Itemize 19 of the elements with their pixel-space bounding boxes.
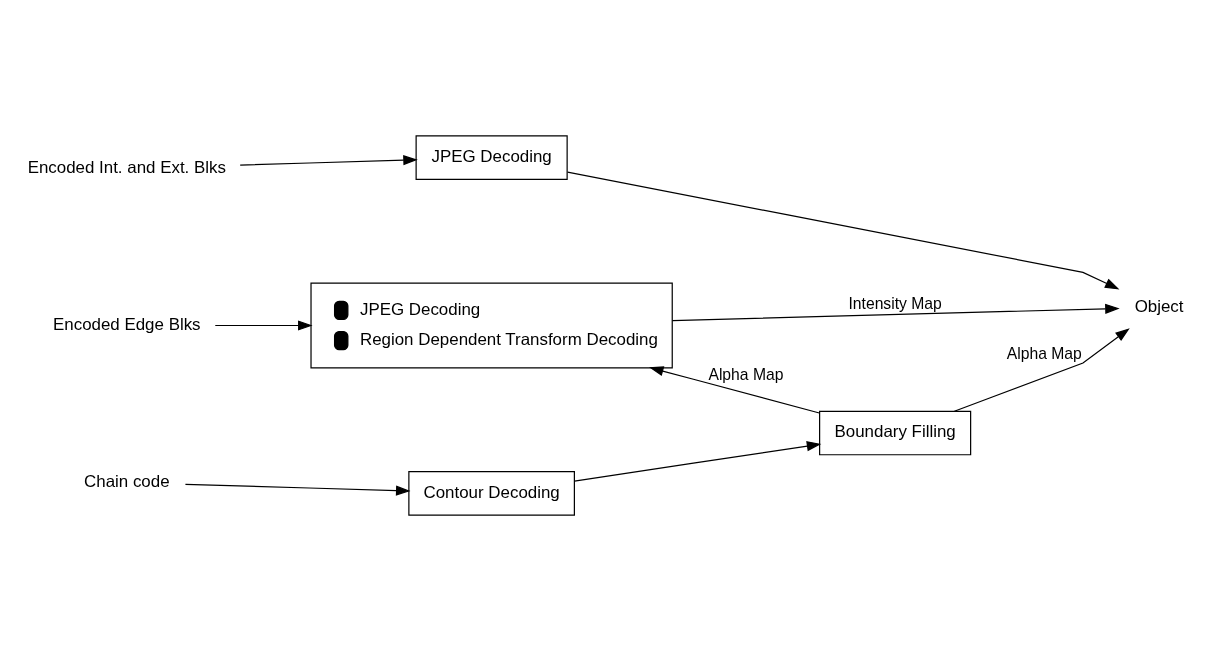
arrow bbox=[953, 328, 1130, 412]
node-box: Boundary Filling bbox=[819, 410, 972, 456]
node-box: JPEG Decoding bbox=[415, 135, 568, 180]
edge-label: Alpha Map bbox=[1006, 344, 1082, 362]
edge-label: Alpha Map bbox=[708, 366, 784, 384]
arrow bbox=[649, 366, 820, 414]
node-text: Object bbox=[1134, 296, 1184, 316]
edge-label: Intensity Map bbox=[848, 295, 942, 313]
arrow bbox=[239, 155, 418, 166]
node-text: Chain code bbox=[84, 472, 170, 492]
node-text: Encoded Int. and Ext. Blks bbox=[27, 157, 226, 177]
arrow bbox=[671, 303, 1120, 322]
arrow bbox=[184, 483, 411, 496]
node-box: JPEG Decoding Region Dependent Transform Decoding bbox=[310, 282, 673, 369]
node-box: Contour Decoding bbox=[408, 471, 575, 516]
node-text: Encoded Edge Blks bbox=[53, 314, 201, 334]
arrow bbox=[214, 320, 313, 331]
arrow bbox=[573, 441, 822, 482]
arrow bbox=[566, 171, 1120, 290]
